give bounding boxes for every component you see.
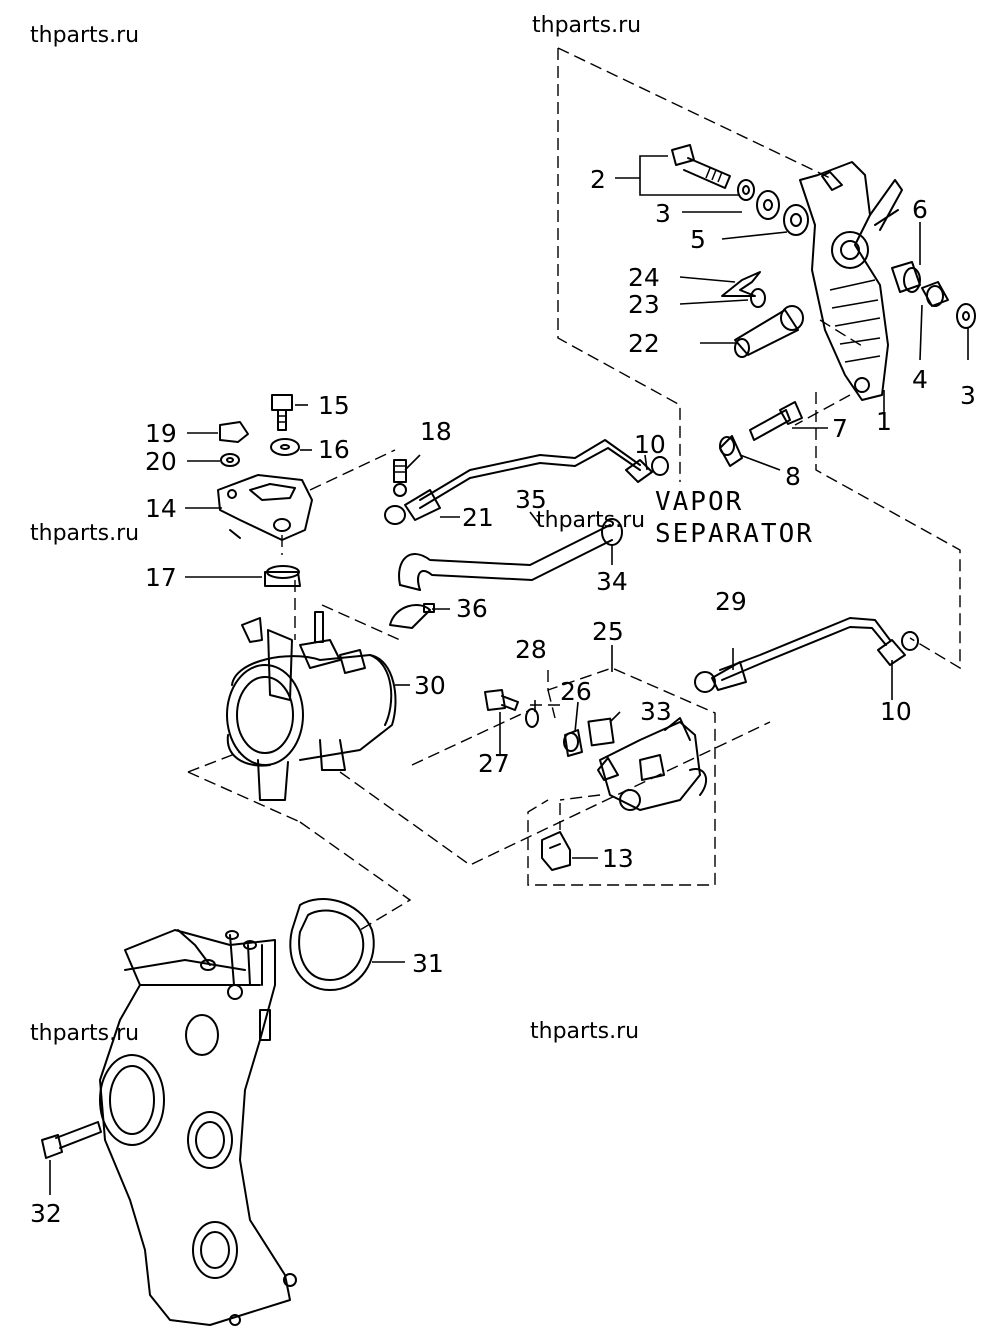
link-rod-part-21 xyxy=(384,439,641,525)
callout-8: 8 xyxy=(785,462,801,491)
callout-28: 28 xyxy=(515,635,547,664)
bracket-plate-part-14 xyxy=(217,474,313,541)
leader-lines xyxy=(49,155,969,1195)
watermark-top-left: thparts.ru xyxy=(30,23,139,48)
nut-part-19 xyxy=(219,421,249,443)
callout-19: 19 xyxy=(145,419,177,448)
washer-part-20 xyxy=(220,453,240,467)
throttle-body-part-30 xyxy=(226,611,397,801)
callout-27: 27 xyxy=(478,749,510,778)
callout-35: 35 xyxy=(515,485,547,514)
callout-22: 22 xyxy=(628,329,660,358)
callout-3-top: 3 xyxy=(655,199,671,228)
block-part-13 xyxy=(541,831,571,871)
callout-5: 5 xyxy=(690,225,706,254)
throttle-lever-part-1 xyxy=(799,161,903,401)
callout-10-bottom: 10 xyxy=(880,697,912,726)
watermark-top-right: thparts.ru xyxy=(532,13,641,38)
bolt-part-27 xyxy=(484,689,519,711)
bushing-part-26 xyxy=(563,729,583,757)
callout-32: 32 xyxy=(30,1199,62,1228)
callout-18: 18 xyxy=(420,417,452,446)
washer-part-28 xyxy=(525,708,539,728)
washer-part-3-right xyxy=(956,303,976,329)
grommet-part-17 xyxy=(264,565,301,587)
callout-1: 1 xyxy=(876,407,892,436)
callout-26: 26 xyxy=(560,677,592,706)
hose-part-35 xyxy=(398,524,613,591)
callout-16: 16 xyxy=(318,435,350,464)
callout-14: 14 xyxy=(145,494,177,523)
watermark-bottom-center: thparts.ru xyxy=(530,1019,639,1044)
washer-part-16 xyxy=(270,438,300,456)
nut-part-4 xyxy=(921,281,949,307)
callout-4: 4 xyxy=(912,365,928,394)
callout-23: 23 xyxy=(628,290,660,319)
rod-end-part-22 xyxy=(734,305,804,358)
callout-20: 20 xyxy=(145,447,177,476)
clip-part-24 xyxy=(721,271,761,297)
bolt-part-32 xyxy=(41,1121,102,1159)
callout-6: 6 xyxy=(912,195,928,224)
washer-part-3-top xyxy=(737,179,755,201)
washer-part-5 xyxy=(756,190,809,236)
callout-30: 30 xyxy=(414,671,446,700)
callout-7: 7 xyxy=(832,414,848,443)
callout-36: 36 xyxy=(456,594,488,623)
watermark-mid-left: thparts.ru xyxy=(30,521,139,546)
callout-13: 13 xyxy=(602,844,634,873)
intake-manifold xyxy=(99,929,297,1326)
bolt-part-7 xyxy=(749,401,803,441)
assembly-dashed-lines xyxy=(187,47,961,931)
link-rod-part-29 xyxy=(694,617,891,693)
callout-33: 33 xyxy=(640,697,672,726)
callout-34: 34 xyxy=(596,567,628,596)
ball-joint-part-18 xyxy=(393,459,407,497)
callout-24: 24 xyxy=(628,263,660,292)
callout-21: 21 xyxy=(462,503,494,532)
lever-assembly-part-25 xyxy=(597,717,708,811)
callout-15: 15 xyxy=(318,391,350,420)
clip-part-10-bottom xyxy=(877,631,919,666)
caption-vapor: VAPOR xyxy=(655,487,743,517)
watermark-mid-center: thparts.ru xyxy=(536,508,645,533)
bolt-part-2 xyxy=(671,144,731,189)
washer-part-23 xyxy=(750,288,766,308)
bolt-part-15 xyxy=(271,394,293,431)
clip-part-10-top xyxy=(625,456,669,483)
caption-separator: SEPARATOR xyxy=(655,519,814,549)
callout-31: 31 xyxy=(412,949,444,978)
callout-2: 2 xyxy=(590,165,606,194)
label-part-33 xyxy=(587,717,615,747)
collar-part-6 xyxy=(891,261,921,293)
callout-29: 29 xyxy=(715,587,747,616)
watermark-bottom-left: thparts.ru xyxy=(30,1021,139,1046)
clamp-part-36 xyxy=(389,603,435,629)
gasket-part-31 xyxy=(289,897,375,991)
spacer-part-8 xyxy=(719,435,743,467)
callout-3-right: 3 xyxy=(960,381,976,410)
callout-17: 17 xyxy=(145,563,177,592)
callout-labels: 1 2 3 3 4 5 6 7 8 10 10 13 14 15 16 17 1… xyxy=(30,165,976,1228)
callout-10-top: 10 xyxy=(634,430,666,459)
callout-25: 25 xyxy=(592,617,624,646)
